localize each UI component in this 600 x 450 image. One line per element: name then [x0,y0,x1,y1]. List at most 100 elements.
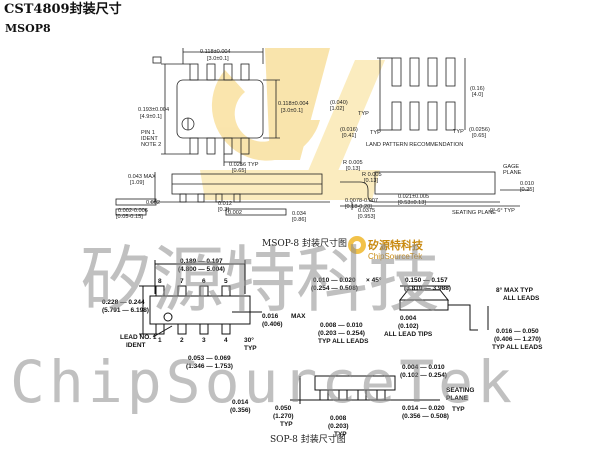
lp-d-mm: [0.65] [472,133,486,139]
msop-lead-detail [340,171,530,210]
sop-lw: 0.008 [330,415,347,422]
sop-foot: 0.016 — 0.050 [496,328,539,335]
sop-ang8: 8° MAX TYP [496,286,534,294]
lp-c-typ: TYP [370,130,381,136]
msop-body-t: 0.034 [292,211,306,217]
sop-height: 0.228 — 0.244 [102,299,145,306]
msop-gauge-v: 0.010 [520,181,534,187]
sop-pin-1: 1 [158,337,162,344]
sop-angle: 30° [244,336,254,344]
sop-lt-all: ALL LEAD TIPS [384,331,433,338]
msop-side-height-mm: [4.9±0.1] [140,114,162,120]
sop-ang8-b: ALL LEADS [503,295,540,302]
msop-top-width: 0.118±0.004 [200,49,231,55]
msop-r2-mm: [0.13] [364,178,378,184]
msop-top-width-mm: [3.0±0.1] [207,56,229,62]
sop-lw-typ: TYP [334,431,347,438]
msop-top-view [152,48,280,166]
msop-h-max: 0.043 MAX [128,174,156,180]
msop-foot-b-mm: [0.18-0.20] [345,204,372,210]
sop-bw: 0.150 — 0.157 [405,277,448,284]
msop-pin1-note: NOTE 2 [141,142,161,148]
msop-foot-c-mm: [0.53±0.13] [398,200,426,206]
sop-lead-w-mm: (0.406) [262,321,283,328]
lp-d: (0.0256) [469,127,490,133]
lp-a-mm: [1.02] [330,106,344,112]
msop-r1-mm: [0.13] [346,166,360,172]
sop-angle-typ: TYP [244,345,257,352]
sop-lw-mm: (0.203) [328,423,349,430]
page-title: CST4809封装尺寸 [4,2,122,17]
sop-bw-mm: (3.810 — 3.988) [404,285,451,292]
watermark-cn: 矽源特科技 [80,238,440,322]
msop-gauge-b: PLANE [503,170,522,176]
sop-pin-4: 4 [224,337,228,344]
msop-standoff-mm: [0.05-0.15] [116,214,143,220]
logo-en: ChipSourceTek [368,252,423,261]
msop-standoff: 0.002-0.006 [118,208,148,214]
sop-pin-6: 6 [202,278,206,285]
msop-side-height: 0.193±0.004 [138,107,169,113]
sop-ch-mm: (0.254 — 0.508) [311,285,358,292]
sop-ld-mm: (0.356 — 0.508) [402,413,449,420]
sop-t-all: TYP ALL LEADS [318,338,369,345]
sop-lt: 0.004 [400,315,417,322]
msop-r2: R 0.005 [362,172,382,178]
msop-lead-pitch: 0.0256 TYP [229,162,259,168]
lp-b-mm: [4.0] [472,92,483,98]
msop-side-view [115,172,330,216]
sop-so: 0.014 [232,399,249,406]
sop-caption: SOP-8 封装尺寸图 [270,433,346,445]
sop-pin-7: 7 [180,278,184,285]
msop-angle: 0°-6° TYP [490,208,515,214]
msop-caption: MSOP-8 封装尺寸图 [262,237,347,249]
sop-width: 0.189 — 0.197 [180,258,223,265]
package-subtitle: MSOP8 [5,22,51,35]
sop-seat: SEATING [446,387,474,394]
msop-gauge: GAGE [503,164,519,170]
lp-typ: TYP [358,111,369,117]
sop-pin-5: 5 [224,278,228,285]
sop-ch: 0.010 — 0.020 [313,277,356,284]
sop-pitch-r-mm: (1.346 — 1.753) [186,363,233,370]
land-pattern [377,57,466,131]
msop-lead-pitch-mm: [0.65] [232,168,246,174]
msop-foot-a-mm: [0.953] [358,214,376,220]
msop-foot-c: 0.021±0.005 [398,194,429,200]
sop-side-view [290,375,440,404]
sop-p: 0.050 [275,405,292,412]
sop-ch-x: × 45° [366,276,382,284]
sop-ld-typ: TYP [452,406,465,413]
sop-pitch-r: 0.053 — 0.069 [188,355,231,362]
watermark-en: ChipSourceTek [10,348,516,416]
sop-ld: 0.014 — 0.020 [402,405,445,412]
msop-body-t-mm: [0.86] [292,217,306,223]
sop-so-mm: (0.356) [230,407,251,414]
msop-h-max-mm: [1.09] [130,180,144,186]
sop-t-mm: (0.203 — 0.254) [318,330,365,337]
lp-b: (0.16) [470,86,485,92]
sop-so2-mm: (0.102 — 0.254) [400,372,447,379]
sop-lead-w: 0.016 [262,313,279,320]
sop-width-mm: (4.800 — 5.004) [178,266,225,273]
msop-body-height: 0.118±0.004 [278,101,309,107]
msop-seating: SEATING PLANE [452,210,496,216]
sop-foot-mm: (0.406 — 1.270) [494,336,541,343]
sop-height-mm: (5.791 — 6.198) [102,307,149,314]
sop-pin-3: 3 [202,337,206,344]
land-pattern-label: LAND PATTERN RECOMMENDATION [366,142,463,148]
company-logo: 矽源特科技 ChipSourceTek [348,236,424,261]
sop-foot-typ: TYP ALL LEADS [492,344,543,351]
msop-foot-b: 0.0078-0.007 [345,198,378,204]
msop-gauge-mm: [0.25] [520,187,534,193]
msop-pin1: PIN 1 [141,130,155,136]
msop-pin1-ident: IDENT [141,136,158,142]
logo-watermark [200,48,385,200]
sop-so2: 0.004 — 0.010 [402,364,445,371]
sop-end-view [398,285,489,331]
logo-cn: 矽源特科技 [368,238,424,252]
lp-d-typ: TYP [453,129,464,135]
sop-seat-b: PLANE [446,395,469,402]
msop-tol1: 0.002 [146,200,160,206]
